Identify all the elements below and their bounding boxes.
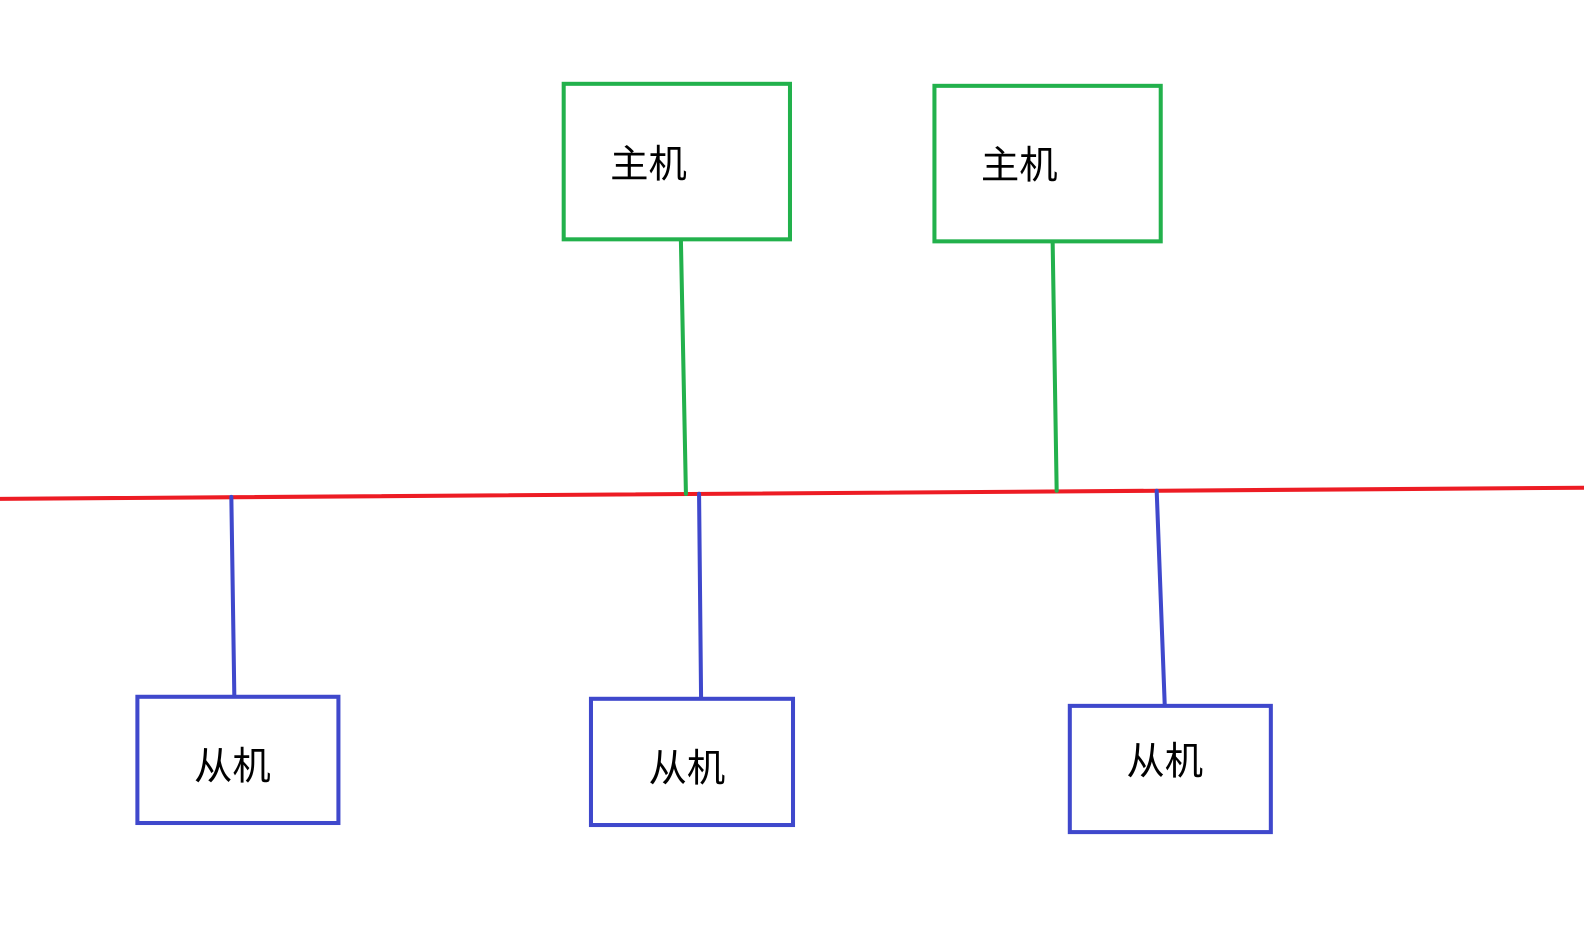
slave-3-connector: [1154, 488, 1167, 708]
master-node-1: 主机: [561, 81, 792, 242]
master-box-1: [561, 81, 792, 242]
slave-box-3: [1067, 703, 1273, 835]
slave-box-1: [135, 694, 341, 826]
slave-label-3: 从机: [1126, 740, 1203, 785]
slave-node-3: 从机: [1067, 703, 1273, 835]
slave-label-2: 从机: [649, 747, 726, 792]
bus-line: [0, 485, 1584, 501]
master-label-2: 主机: [981, 144, 1058, 189]
master-label-1: 主机: [610, 143, 687, 188]
slave-node-2: 从机: [588, 696, 796, 828]
slave-node-1: 从机: [135, 694, 341, 826]
master-2-connector: [1050, 239, 1059, 493]
master-node-2: 主机: [932, 83, 1163, 244]
master-box-2: [932, 83, 1163, 244]
slave-label-1: 从机: [194, 745, 271, 790]
slave-box-2: [588, 696, 796, 828]
slave-1-connector: [229, 494, 237, 701]
master-1-connector: [678, 237, 688, 496]
slave-2-connector: [697, 491, 704, 701]
